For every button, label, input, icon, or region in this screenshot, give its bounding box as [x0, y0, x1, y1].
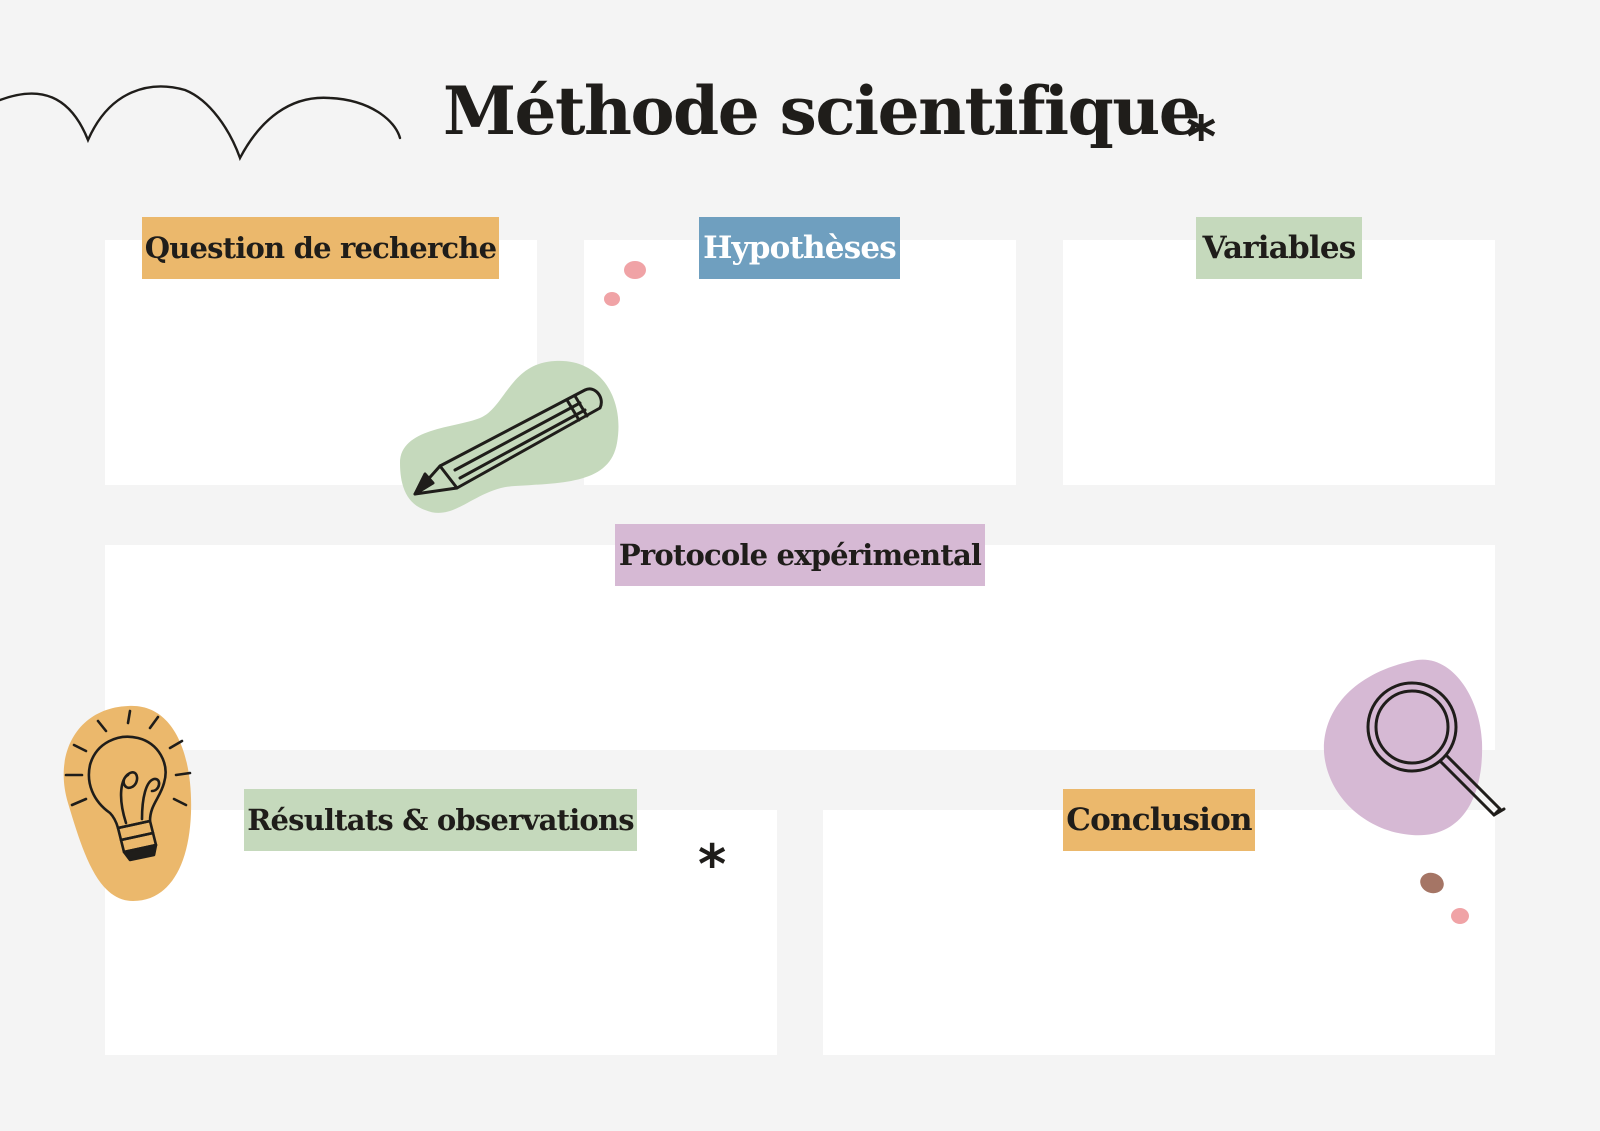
conclusion-label: Conclusion	[1063, 789, 1255, 851]
asterisk-decoration: *	[698, 833, 727, 896]
lightbulb-icon	[63, 705, 192, 901]
question-label: Question de recherche	[142, 217, 499, 279]
page-title: Méthode scientifique	[443, 72, 1201, 150]
variables-panel[interactable]	[1063, 240, 1495, 485]
pencil-icon	[400, 360, 619, 513]
pink-dots-decoration	[604, 261, 646, 306]
magnifier-icon	[1323, 659, 1506, 836]
swoosh-line-decoration	[0, 85, 402, 161]
variables-label: Variables	[1196, 217, 1362, 279]
resultats-label: Résultats & observations	[244, 789, 637, 851]
title-asterisk-decoration: *	[1186, 103, 1217, 171]
hypotheses-panel[interactable]	[584, 240, 1016, 485]
protocole-label: Protocole expérimental	[615, 524, 985, 586]
dots-decoration	[1420, 872, 1469, 924]
hypotheses-label: Hypothèses	[699, 217, 900, 279]
